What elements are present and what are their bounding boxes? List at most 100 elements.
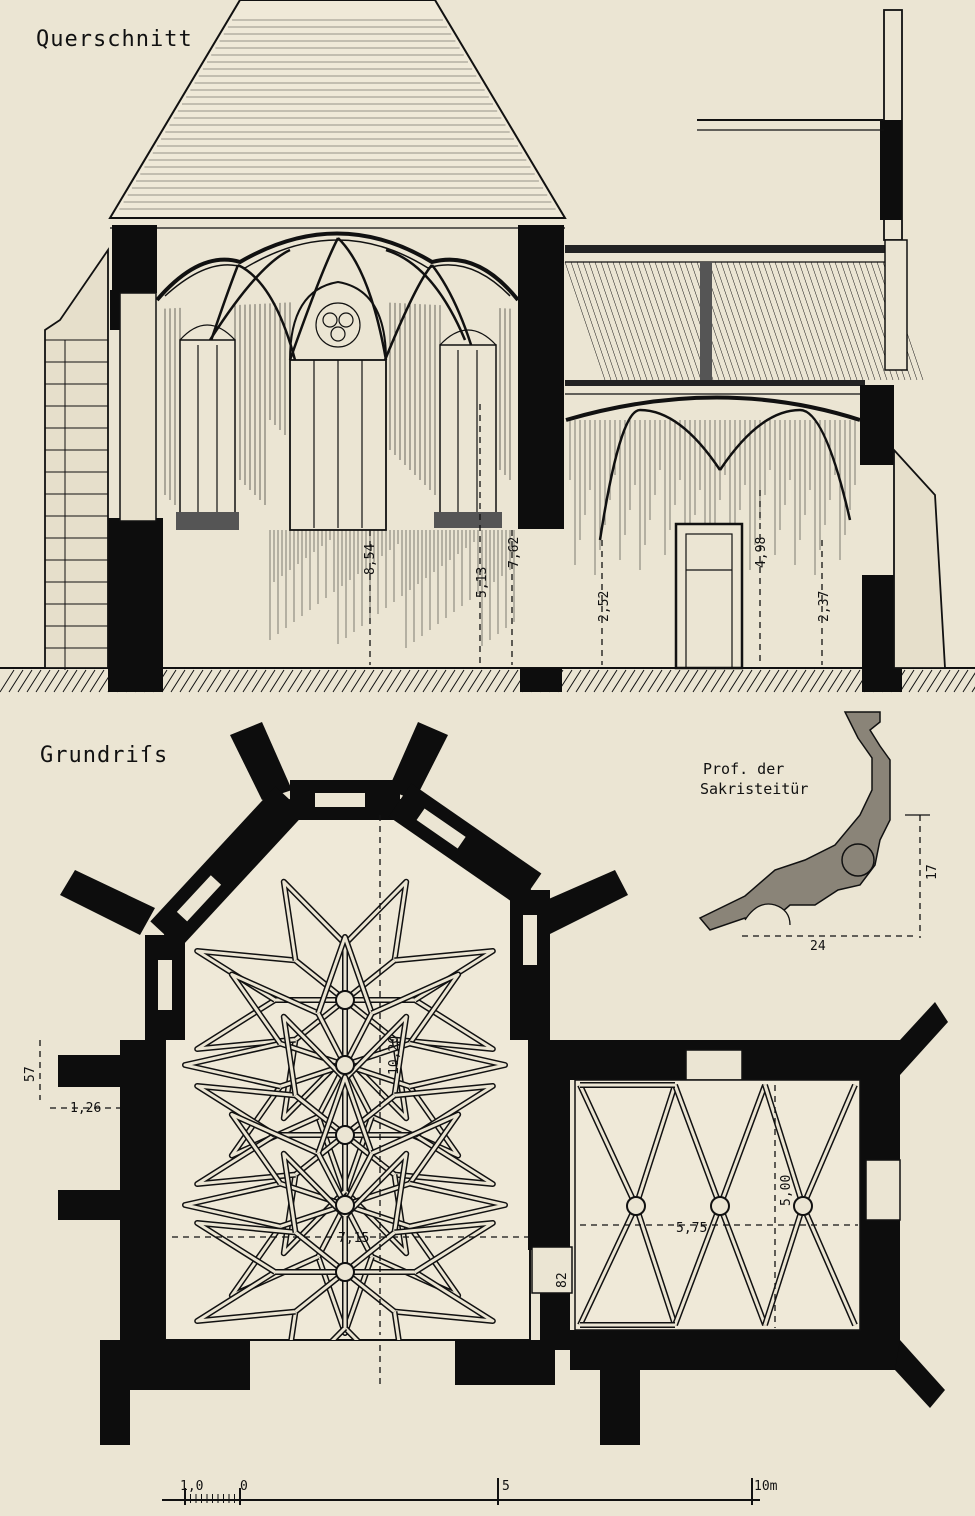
ground-hatch-line (476, 669, 492, 693)
vault-rib-inner (316, 1256, 374, 1335)
ground-hatch-line (485, 669, 501, 693)
roof-hatch-line (564, 261, 606, 381)
floor-plan-drawing (39, 722, 948, 1445)
roof-hatch-line (828, 261, 870, 381)
vault-rib-inner (294, 1270, 346, 1313)
roof-hatch-line (726, 261, 768, 381)
roof-hatch-line (834, 261, 876, 381)
ground-hatch-line (0, 669, 15, 693)
ground-hatch-line (251, 669, 267, 693)
vault-boss (626, 1196, 646, 1216)
roof-hatch-line (780, 261, 822, 381)
vault-rib (237, 263, 297, 361)
ground-hatch-line (638, 669, 654, 693)
ground-hatch-line (467, 669, 483, 693)
ground-hatch-line (710, 669, 726, 693)
dim-label: 8,54 (363, 544, 378, 575)
roof-hatch-line (714, 261, 756, 381)
roof-hatch-line (642, 261, 684, 381)
scale-label: 1,0 (180, 1479, 203, 1494)
ground-hatch-line (44, 669, 60, 693)
vault-rib-inner (801, 1205, 857, 1326)
ground-hatch-line (593, 669, 609, 693)
vault-rib-inner (282, 880, 347, 961)
ground-hatch-line (449, 669, 465, 693)
vault-rib (383, 264, 433, 361)
ground-hatch-line (386, 669, 402, 693)
ground-hatch-line (422, 669, 438, 693)
ground-hatch-line (602, 669, 618, 693)
roof-hatch-line (600, 261, 642, 381)
ground-hatch-line (8, 669, 24, 693)
ground-hatch-line (899, 669, 915, 693)
ground-hatch-line (845, 669, 861, 693)
roof-hatch-line (624, 261, 666, 381)
vault-boss (710, 1196, 730, 1216)
roof-hatch-line (678, 261, 720, 381)
ground-hatch-line (431, 669, 447, 693)
ground-hatch-line (206, 669, 222, 693)
roof-hatch-line (786, 261, 828, 381)
vault-rib-inner (394, 1133, 495, 1186)
ground-hatch-line (242, 669, 258, 693)
roof-hatch-line (792, 261, 834, 381)
ground-hatch-line (233, 669, 249, 693)
vault-rib-inner (230, 972, 319, 1045)
roof-hatch-line (708, 261, 750, 381)
window-center (289, 280, 387, 531)
roof-hatch-line (846, 261, 888, 381)
vault-rib-inner (578, 1205, 638, 1326)
scale-bar (162, 1478, 760, 1505)
ground-hatch-line (53, 669, 69, 693)
dim-label: 5,00 (779, 1175, 794, 1206)
vault-rib-inner (371, 1085, 460, 1158)
roof-hatch-line (798, 261, 840, 381)
dim-label: 1,26 (70, 1101, 101, 1116)
scale-label: 0 (240, 1479, 248, 1494)
ground-hatch-line (179, 669, 195, 693)
vault-boss (793, 1196, 813, 1216)
profile-title-line1: Prof. der (703, 760, 784, 778)
vault-boss (335, 1195, 355, 1215)
ground-hatch-line (575, 669, 591, 693)
ground-hatch-line (170, 669, 186, 693)
roof-hatch-line (588, 261, 630, 381)
ground-hatch-line (215, 669, 231, 693)
ground-hatch-line (278, 669, 294, 693)
dim-label: 24 (810, 939, 826, 954)
ground-hatch-line (350, 669, 366, 693)
ground-hatch-line (953, 669, 969, 693)
dim-label: 82 (555, 1272, 570, 1288)
dim-label: 4,98 (754, 537, 769, 568)
roof-hatch-line (840, 261, 882, 381)
ground-hatch-line (287, 669, 303, 693)
vault-rib-inner (371, 972, 460, 1045)
vault-rib-inner (371, 1112, 460, 1185)
window-opening (396, 794, 534, 896)
vault-rib-inner (294, 1231, 346, 1274)
roof-hatch-line (774, 261, 816, 381)
ground-hatch-line (782, 669, 798, 693)
dim-label: 57 (23, 1066, 38, 1082)
ground-hatch-line (314, 669, 330, 693)
dim-label: 2,37 (817, 591, 832, 622)
ground-hatch-line (341, 669, 357, 693)
window-opening (159, 795, 296, 940)
ground-hatch-line (836, 669, 852, 693)
roof-hatch-line (648, 261, 690, 381)
vault-rib-inner (343, 1311, 408, 1340)
vault-rib-inner (316, 1075, 374, 1154)
vault-rib-inner (801, 1084, 857, 1207)
roof-hatch-line (582, 261, 624, 381)
ground-hatch-line (440, 669, 456, 693)
roof-hatch-line (744, 261, 786, 381)
vault-rib-inner (195, 998, 296, 1051)
ground-hatch-line (683, 669, 699, 693)
ground-hatch-line (323, 669, 339, 693)
window-left (176, 324, 239, 530)
ground-hatch-line (224, 669, 240, 693)
ground-hatch-line (611, 669, 627, 693)
vault-rib-inner (344, 959, 396, 1002)
roof-hatch-line (804, 261, 846, 381)
dim-label: 7,62 (507, 537, 522, 568)
